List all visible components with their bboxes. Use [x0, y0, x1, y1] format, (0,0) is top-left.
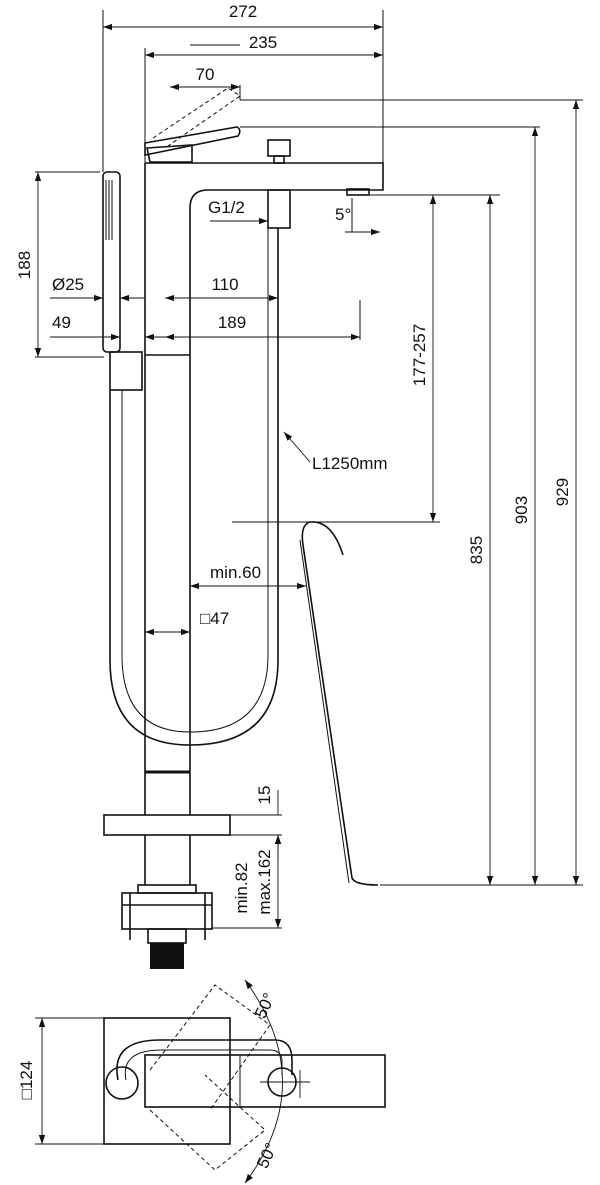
bathtub-wall-inner: [299, 539, 350, 884]
mount-bracket: [121, 892, 213, 930]
dim-spout-angle: 5°: [335, 205, 351, 224]
shower-hose: [109, 228, 279, 746]
dim-floor-depth-min: min.82: [232, 862, 251, 913]
top-view: 50° 50° □124: [17, 979, 386, 1184]
dim-hose-length: L1250mm: [312, 454, 388, 473]
dim-rotation-lower: 50°: [253, 1140, 281, 1171]
mixer-block: [145, 162, 384, 355]
dim-floor-depth-max: max.162: [255, 849, 274, 914]
mount-thread: [147, 928, 187, 944]
mount-flange: [137, 884, 197, 894]
lever-handle-raised: [152, 87, 241, 147]
dim-outlet-height-range: 177-257: [410, 324, 429, 386]
dim-hand-shower-length: 188: [15, 251, 34, 279]
side-view: 272 235 70 G1/2 5° 188 Ø25 110 49 189 L1…: [15, 2, 583, 969]
column-body: [144, 163, 191, 815]
dim-collar-height: 15: [255, 786, 274, 805]
leader-hose-length: [283, 431, 311, 463]
hose-connector: [267, 189, 291, 229]
spout-outlet: [346, 188, 370, 196]
top-hose-inner: [124, 1049, 283, 1081]
lever-base: [146, 144, 193, 163]
rotation-arc: [244, 979, 283, 1184]
dim-outlet-height: 903: [512, 496, 531, 524]
dim-body-width: 235: [249, 33, 277, 52]
dim-hose-offset: 110: [211, 275, 238, 294]
top-hose-loop: [116, 1039, 293, 1081]
dim-holder-offset: 49: [52, 313, 71, 332]
bathtub-wall: [301, 521, 379, 886]
top-spout: [144, 1054, 386, 1108]
hose-inner: [121, 228, 269, 733]
diverter-stem: [273, 155, 285, 164]
base-plate: [103, 814, 231, 836]
hand-shower-grip: [105, 180, 113, 240]
dim-spout-projection: 189: [218, 313, 246, 332]
extension-lines: [35, 10, 583, 929]
dim-column-square: □47: [200, 609, 229, 628]
mount-nut: [150, 943, 184, 969]
dim-overall-width: 272: [229, 2, 257, 21]
top-hand-shower: [105, 1066, 139, 1100]
dim-rim-height: 835: [467, 536, 486, 564]
dim-total-height: 929: [553, 478, 572, 506]
rotated-spout-lower: [149, 1074, 266, 1171]
shower-holder: [109, 351, 143, 391]
top-base-plate: [103, 1017, 231, 1145]
dim-lever-width: 70: [196, 65, 215, 84]
lever-handle: [144, 126, 241, 156]
dim-connection-thread: G1/2: [208, 198, 245, 217]
floor-stem: [144, 835, 191, 885]
mount-pins: [122, 893, 212, 940]
dim-plate-square: □124: [17, 1061, 36, 1100]
top-extension-lines: [35, 1017, 104, 1145]
rotated-spout-upper: [149, 984, 271, 1111]
diverter-knob: [267, 139, 291, 157]
dim-tub-clearance: min.60: [210, 563, 261, 582]
dim-hand-shower-diameter: Ø25: [52, 275, 84, 294]
